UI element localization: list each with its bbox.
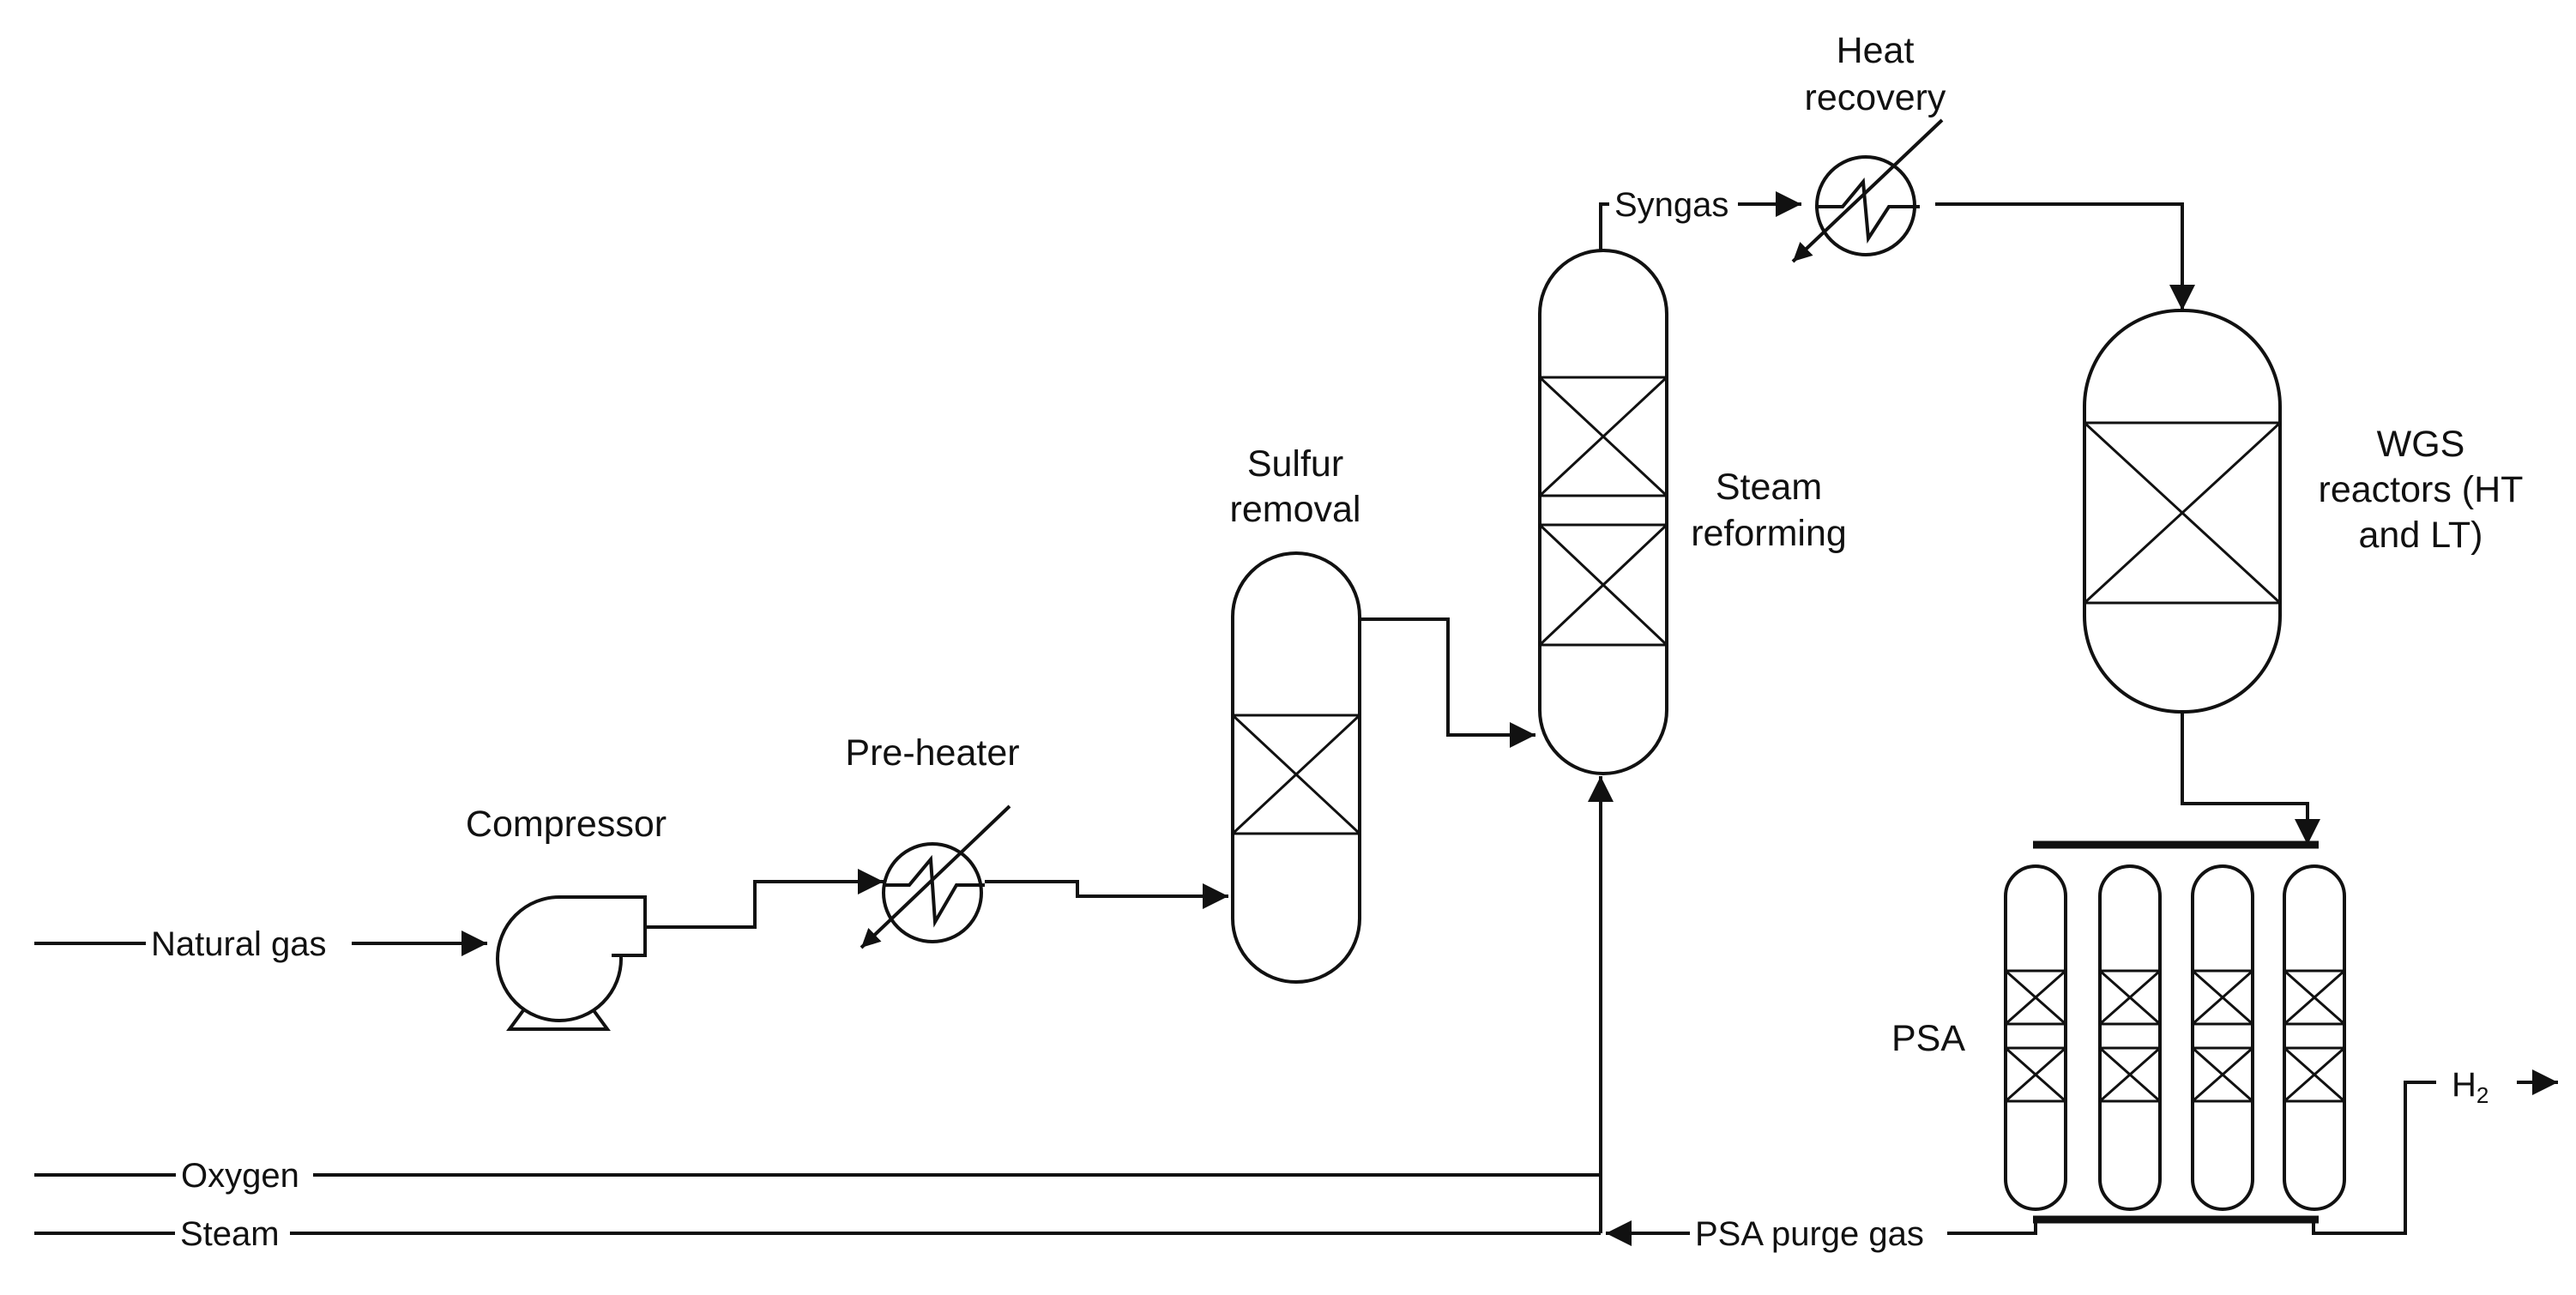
stream-labels: Natural gas Oxygen Steam Syngas PSA purg… — [146, 183, 2489, 1255]
psa-purge-gas-label: PSA purge gas — [1695, 1215, 1924, 1253]
heat-recovery-exchanger — [1791, 118, 1944, 263]
sulfur-removal-vessel — [1231, 551, 1361, 984]
equipment-labels: Compressor Pre-heater Sulfur removal Ste… — [466, 30, 2524, 1059]
psa-column-2 — [2098, 864, 2162, 1211]
sulfur-to-reformer-line — [1354, 617, 1535, 748]
hx-to-wgs-line — [1935, 202, 2195, 310]
steam-label: Steam — [180, 1215, 280, 1253]
psa-column-3 — [2191, 864, 2254, 1211]
wgs-label-line1: WGS — [2377, 424, 2465, 465]
oxygen-label: Oxygen — [181, 1157, 299, 1195]
preheater-label: Pre-heater — [845, 732, 1019, 774]
sulfur-removal-label-line2: removal — [1230, 489, 1361, 530]
compressor-to-preheater-line — [645, 869, 884, 929]
sulfur-removal-label-line1: Sulfur — [1247, 443, 1343, 485]
h2-product-line — [2312, 1081, 2436, 1235]
natural-gas-label: Natural gas — [151, 925, 327, 963]
wgs-reactor — [2083, 309, 2282, 714]
steam-reforming-label-line1: Steam — [1716, 467, 1822, 508]
psa-label: PSA — [1891, 1018, 1965, 1059]
steam-reforming-vessel — [1538, 249, 1668, 775]
psa-column-1 — [2004, 864, 2067, 1211]
preheater-exchanger — [860, 804, 1011, 949]
psa-column-4 — [2283, 864, 2346, 1211]
psa-unit — [2004, 840, 2346, 1224]
syngas-label: Syngas — [1614, 186, 1728, 224]
wgs-label-line3: and LT) — [2359, 515, 2483, 556]
compressor-label: Compressor — [466, 804, 667, 845]
steam-reforming-label-line2: reforming — [1691, 513, 1847, 554]
wgs-to-psa-line — [2181, 712, 2320, 845]
preheater-to-sulfur-line — [985, 880, 1228, 909]
hydrogen-label: H2 — [2452, 1066, 2489, 1108]
heat-recovery-label-line2: recovery — [1805, 77, 1946, 118]
compressor — [496, 895, 647, 1031]
process-lines — [34, 191, 2558, 1246]
heat-recovery-label-line1: Heat — [1837, 30, 1915, 71]
wgs-label-line2: reactors (HT — [2319, 469, 2524, 510]
